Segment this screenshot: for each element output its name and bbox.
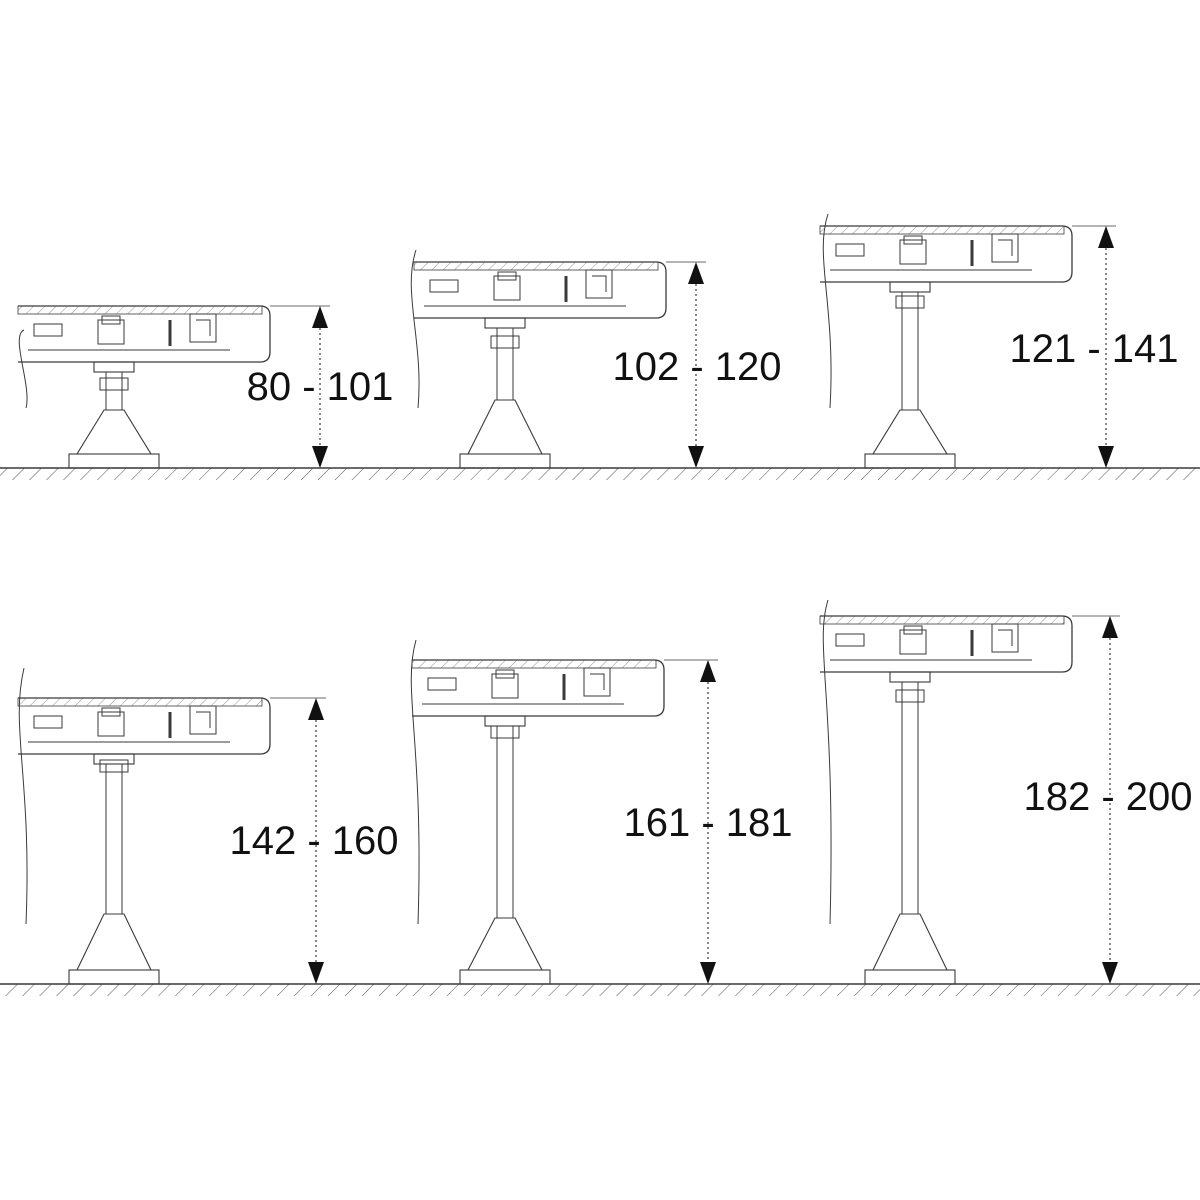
break-line bbox=[822, 213, 832, 409]
shower-tray-outline bbox=[412, 659, 665, 717]
bracket bbox=[991, 233, 1019, 263]
foot-mount-block bbox=[491, 673, 519, 699]
adjust-nut bbox=[490, 335, 520, 349]
foot-base-pad bbox=[68, 969, 160, 985]
foot-161-181: 161 - 181 bbox=[410, 639, 793, 985]
foot-cone bbox=[467, 917, 543, 971]
arrow-down-icon bbox=[688, 446, 704, 468]
foot-mount-cap bbox=[101, 315, 121, 325]
lock-nut bbox=[484, 715, 526, 727]
foot-mount-block bbox=[97, 319, 125, 345]
bracket bbox=[991, 623, 1019, 653]
foot-mount-cap bbox=[495, 669, 515, 679]
height-range-label: 102 - 120 bbox=[612, 345, 781, 389]
threaded-post bbox=[105, 763, 123, 915]
foot-mount-block bbox=[899, 629, 927, 655]
tray-top-band bbox=[819, 615, 1065, 625]
arrow-up-icon bbox=[308, 698, 324, 720]
tray-clip bbox=[33, 715, 63, 729]
foot-102-120: 102 - 120 bbox=[410, 249, 782, 469]
adjust-nut bbox=[99, 377, 129, 391]
height-range-label: 121 - 141 bbox=[1009, 327, 1178, 371]
tray-clip bbox=[33, 323, 63, 337]
adjust-nut bbox=[490, 725, 520, 739]
tray-clip bbox=[835, 633, 865, 647]
height-range-label: 80 - 101 bbox=[247, 365, 394, 409]
tray-top-band bbox=[413, 261, 659, 271]
arrow-up-icon bbox=[700, 660, 716, 682]
bracket bbox=[189, 313, 217, 343]
shower-tray-outline bbox=[18, 697, 271, 755]
foot-mount-block bbox=[899, 239, 927, 265]
ground-hatch bbox=[0, 984, 1200, 996]
arrow-down-icon bbox=[312, 446, 328, 468]
shower-tray-outline bbox=[414, 261, 667, 319]
break-line bbox=[18, 667, 28, 925]
foot-121-141: 121 - 141 bbox=[819, 213, 1179, 469]
foot-cone bbox=[872, 409, 948, 455]
height-range-label: 142 - 160 bbox=[229, 819, 398, 863]
foot-mount-cap bbox=[903, 625, 923, 635]
bracket bbox=[583, 667, 611, 697]
shower-tray-outline bbox=[820, 225, 1073, 283]
threaded-post bbox=[496, 327, 514, 401]
arrow-down-icon bbox=[1098, 446, 1114, 468]
tray-top-band bbox=[17, 305, 263, 315]
foot-cone bbox=[76, 913, 152, 971]
foot-cone bbox=[76, 409, 152, 455]
foot-base-pad bbox=[459, 969, 551, 985]
break-line bbox=[410, 639, 420, 925]
foot-cone bbox=[872, 913, 948, 971]
adjust-nut bbox=[895, 295, 925, 309]
height-range-label: 182 - 200 bbox=[1023, 775, 1192, 819]
tray-top-band bbox=[819, 225, 1065, 235]
threaded-post bbox=[496, 725, 514, 919]
foot-base-pad bbox=[864, 969, 956, 985]
lock-nut bbox=[93, 361, 135, 373]
foot-mount-cap bbox=[101, 707, 121, 717]
arrow-down-icon bbox=[700, 962, 716, 984]
foot-mount-block bbox=[97, 711, 125, 737]
foot-182-200: 182 - 200 bbox=[819, 599, 1193, 985]
arrow-up-icon bbox=[1102, 616, 1118, 638]
foot-mount-cap bbox=[903, 235, 923, 245]
height-range-label: 161 - 181 bbox=[623, 801, 792, 845]
lock-nut bbox=[889, 671, 931, 683]
lock-nut bbox=[889, 281, 931, 293]
break-line bbox=[18, 329, 28, 409]
foot-base-pad bbox=[864, 453, 956, 469]
foot-142-160: 142 - 160 bbox=[17, 667, 399, 985]
shower-tray-outline bbox=[820, 615, 1073, 673]
lock-nut bbox=[484, 317, 526, 329]
threaded-post bbox=[901, 291, 919, 411]
bracket bbox=[189, 705, 217, 735]
tray-top-band bbox=[17, 697, 263, 707]
foot-mount-cap bbox=[497, 271, 517, 281]
adjust-nut bbox=[99, 759, 129, 773]
tray-clip bbox=[429, 279, 459, 293]
tray-clip bbox=[835, 243, 865, 257]
adjust-nut bbox=[895, 689, 925, 703]
arrow-down-icon bbox=[308, 962, 324, 984]
arrow-up-icon bbox=[688, 262, 704, 284]
break-line bbox=[822, 599, 832, 925]
tray-clip bbox=[427, 677, 457, 691]
foot-base-pad bbox=[459, 453, 551, 469]
tray-top-band bbox=[411, 659, 657, 669]
break-line bbox=[410, 249, 420, 409]
arrow-up-icon bbox=[312, 306, 328, 328]
arrow-up-icon bbox=[1098, 226, 1114, 248]
arrow-down-icon bbox=[1102, 962, 1118, 984]
foot-mount-block bbox=[493, 275, 521, 301]
foot-base-pad bbox=[68, 453, 160, 469]
ground-hatch bbox=[0, 468, 1200, 480]
bracket bbox=[585, 269, 613, 299]
threaded-post bbox=[901, 681, 919, 915]
foot-cone bbox=[467, 399, 543, 455]
shower-tray-outline bbox=[18, 305, 271, 363]
foot-80-101: 80 - 101 bbox=[17, 305, 394, 469]
